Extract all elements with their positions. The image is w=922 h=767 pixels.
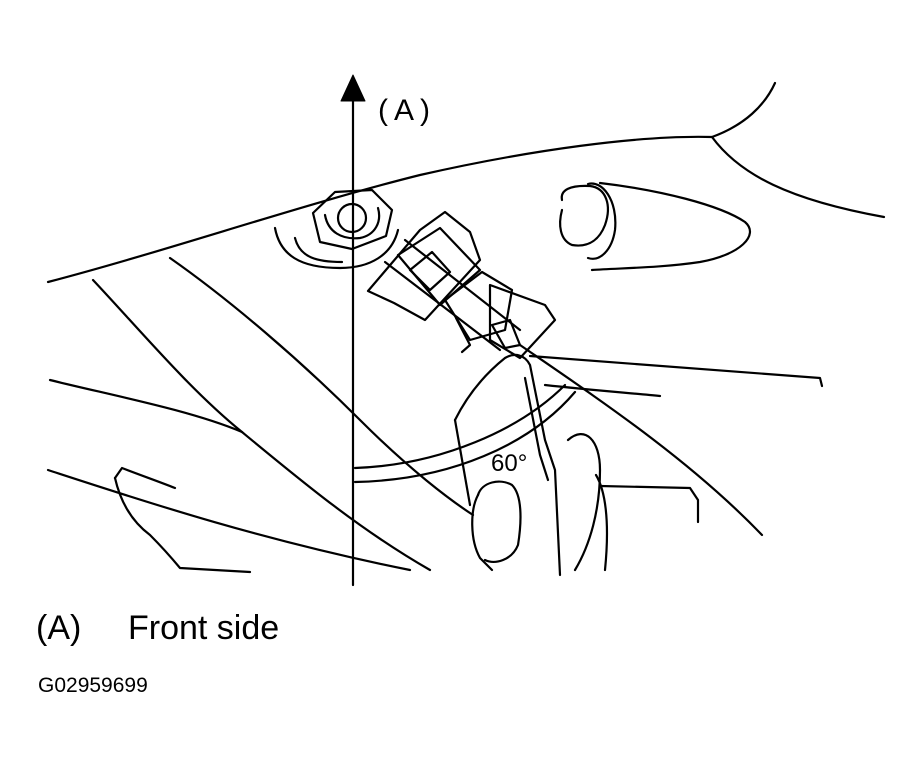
frame-line-6 (543, 383, 662, 398)
axis-arrowhead (340, 74, 366, 102)
connector-latch (488, 283, 557, 360)
frame-line-4 (46, 468, 412, 572)
body-panel-curve-right (710, 81, 777, 139)
angle-ray (518, 343, 764, 537)
connector-body (396, 226, 482, 307)
nut-face (323, 206, 381, 240)
legend-key: (A) (36, 609, 82, 647)
knob-front (471, 493, 494, 572)
bracket-right (598, 484, 700, 524)
nut-bore (336, 202, 368, 234)
hose-curve-2 (594, 473, 609, 572)
angle-arc (353, 383, 567, 470)
plug-cap (559, 184, 609, 247)
plug-stem (590, 181, 752, 272)
angle-arc-inner (353, 390, 577, 484)
hose-curve (566, 433, 602, 572)
frame-line-5 (528, 354, 824, 388)
harness-line-1 (403, 238, 522, 332)
frame-line-1 (91, 278, 432, 572)
bracket (453, 353, 562, 577)
nut-hex (311, 188, 394, 251)
grommet-inner (293, 236, 344, 264)
bracket-edge (453, 418, 472, 507)
lower-bracket (113, 466, 177, 490)
connector-lead (454, 316, 472, 354)
harness-line-2 (383, 260, 502, 352)
body-panel-lower-right (710, 135, 886, 219)
body-panel-edge (46, 135, 714, 284)
bracket-inner (523, 376, 550, 482)
angle-label: 60° (491, 450, 528, 477)
lower-bracket-edge (113, 476, 252, 574)
connector-window (408, 250, 452, 292)
frame-line-2 (168, 256, 475, 517)
plug-ring (586, 182, 617, 260)
legend-text: Front side (128, 609, 280, 647)
connector-flange (366, 210, 482, 322)
grommet-outer (273, 226, 400, 270)
axis-label: (A) (378, 94, 436, 127)
connector-tab (490, 318, 522, 350)
knob-body (476, 480, 522, 563)
frame-line-3 (48, 378, 244, 434)
figure-id: G02959699 (38, 674, 148, 697)
connector-plug (443, 270, 514, 342)
